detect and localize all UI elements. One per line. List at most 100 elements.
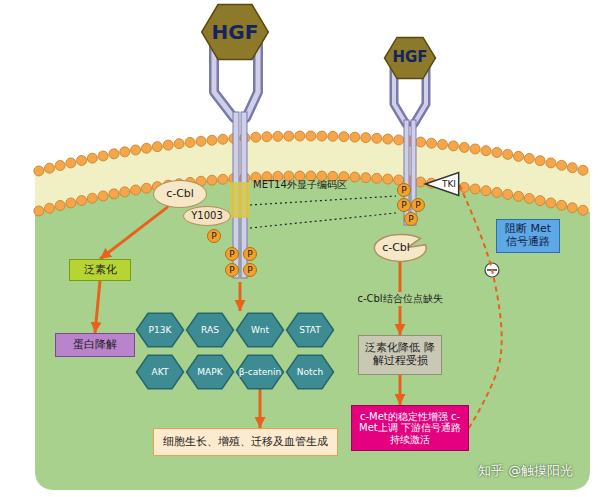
- lipid-head: [427, 138, 437, 148]
- connector-arrow: [95, 281, 100, 333]
- node-text: P: [401, 185, 406, 195]
- lipid-head: [77, 195, 87, 205]
- lipid-head: [546, 158, 556, 168]
- lipid-head: [578, 205, 588, 215]
- phospho-circle: P: [243, 247, 257, 261]
- lipid-head: [492, 147, 502, 157]
- lipid-head: [120, 147, 130, 157]
- process-box: 蛋白降解: [55, 333, 135, 357]
- lipid-head: [567, 203, 577, 213]
- signal-arrow: [239, 282, 242, 311]
- lipid-head: [98, 191, 108, 201]
- lipid-head: [503, 149, 513, 159]
- ligand-hexagon: HGF: [201, 4, 269, 60]
- lipid-head: [437, 139, 447, 149]
- lipid-head: [481, 186, 491, 196]
- outcome-box: 细胞生长、增殖、迁移及血管生成: [153, 428, 338, 456]
- lipid-head: [141, 143, 151, 153]
- dotted-guide: [250, 196, 396, 205]
- lipid-head: [492, 187, 502, 197]
- node-text: P: [415, 200, 420, 210]
- lipid-head: [372, 173, 382, 183]
- pathway-hexagon: MAPK: [186, 355, 234, 389]
- lipid-head: [306, 131, 316, 141]
- node-text: STAT: [299, 325, 320, 335]
- node-text: P: [247, 249, 252, 259]
- exon14-region: [230, 182, 250, 218]
- lipid-head: [152, 142, 162, 152]
- node-text: c-Cbl: [382, 242, 410, 255]
- process-box: 泛素化降低 降解过程受损: [358, 335, 442, 375]
- node-text: TKI: [442, 179, 456, 189]
- pathway-hexagon: STAT: [286, 313, 334, 347]
- pathway-hexagon-outline: [186, 355, 233, 388]
- pathway-hexagon: Wnt: [236, 313, 284, 347]
- lipid-head: [470, 184, 480, 194]
- node-text: β-catenin: [239, 367, 281, 377]
- lipid-head: [109, 189, 119, 199]
- lipid-head: [481, 146, 491, 156]
- pathway-hexagon-outline: [186, 313, 233, 346]
- protein-shape-outline: [374, 235, 426, 262]
- node-text: P: [211, 231, 216, 241]
- pathway-hexagon-outline: [236, 313, 283, 346]
- lipid-head: [361, 133, 371, 143]
- ligand-hexagon-outline: [385, 37, 436, 78]
- node-text: P: [229, 265, 234, 275]
- lipid-head: [416, 177, 426, 187]
- pathway-hexagon: Notch: [286, 355, 334, 389]
- lipid-head: [503, 189, 513, 199]
- lipid-head: [372, 133, 382, 143]
- lipid-head: [394, 135, 404, 145]
- membrane-guide: [35, 176, 590, 212]
- pathway-hexagon: RAS: [186, 313, 234, 347]
- lipid-head: [535, 196, 545, 206]
- pathway-hexagon-outline: [286, 355, 333, 388]
- lipid-head: [350, 132, 360, 142]
- node-text: 泛素化降低 降解过程受损: [364, 342, 436, 367]
- node-text: P: [408, 214, 413, 224]
- lipid-head: [328, 131, 338, 141]
- ligand-hexagon: HGF: [384, 37, 436, 79]
- lipid-head: [207, 175, 217, 185]
- phospho-circle: P: [411, 198, 425, 212]
- pathway-hexagon: β-catenin: [236, 355, 284, 389]
- node-text: P: [229, 249, 234, 259]
- connector-arrow: [100, 207, 168, 259]
- lipid-head: [55, 160, 65, 170]
- site-ellipse: Y1003: [183, 206, 231, 226]
- pathway-hexagon-outline: [286, 313, 333, 346]
- lipid-head: [295, 131, 305, 141]
- lipid-head: [55, 200, 65, 210]
- lipid-head: [383, 174, 393, 184]
- node-text: AKT: [152, 367, 169, 377]
- note-box: 阻断 Met 信号通路: [496, 219, 560, 253]
- lipid-bilayer: [35, 136, 590, 212]
- ligand-hexagon-outline: [202, 5, 269, 60]
- lipid-head: [567, 163, 577, 173]
- pathway-hexagon-outline: [236, 355, 283, 388]
- lipid-head: [87, 153, 97, 163]
- pathway-hexagon-outline: [136, 355, 183, 388]
- lipid-head: [131, 145, 141, 155]
- lipid-head: [459, 142, 469, 152]
- node-text: 蛋白降解: [73, 339, 117, 352]
- lipid-head: [273, 131, 283, 141]
- dotted-guide: [250, 213, 396, 228]
- edge-label: c-Cbl结合位点缺失: [354, 292, 445, 306]
- node-text: MAPK: [197, 367, 222, 377]
- connector-arrow: [399, 375, 402, 405]
- lipid-head: [141, 183, 151, 193]
- inhibitor-triangle-outline: [425, 172, 458, 195]
- node-text: Y1003: [191, 210, 223, 222]
- lipid-head: [524, 153, 534, 163]
- lipid-head: [557, 160, 567, 170]
- lipid-head: [383, 134, 393, 144]
- result-box: c-Met的稳定性增强 c-Met上调 下游信号通路持续激活: [351, 405, 469, 451]
- lipid-head: [251, 132, 261, 142]
- process-box: 泛素化: [69, 259, 131, 281]
- lipid-head: [317, 131, 327, 141]
- node-text: 泛素化: [84, 264, 117, 277]
- node-text: Notch: [297, 367, 323, 377]
- lipid-head: [218, 174, 228, 184]
